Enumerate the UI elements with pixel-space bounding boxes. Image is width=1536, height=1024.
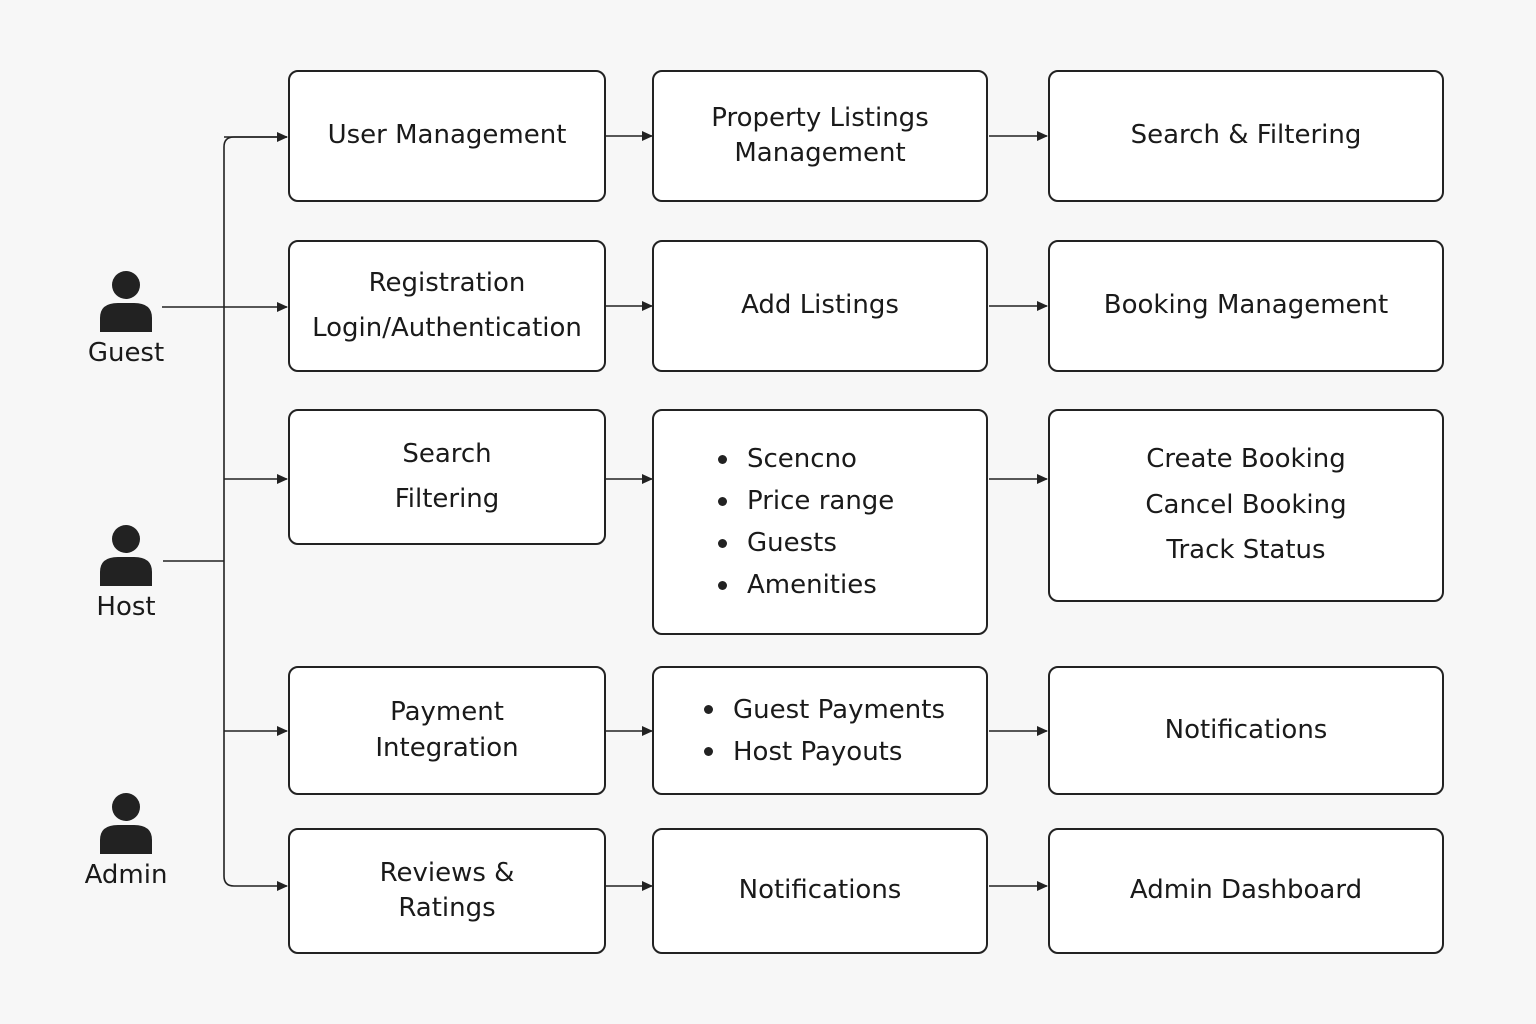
- bullet-icon: [704, 747, 713, 756]
- box-text: Create Booking: [1146, 444, 1346, 475]
- box-text: Notifications: [738, 875, 902, 906]
- box-notifications-r4: Notifications: [1048, 666, 1444, 795]
- box-text: Search: [402, 438, 492, 469]
- box-text: Payment: [390, 697, 504, 728]
- box-text: Booking Management: [1103, 290, 1389, 321]
- bullet-icon: [718, 580, 727, 590]
- list-item: Scencno: [718, 438, 894, 480]
- actor-guest: Guest: [66, 270, 186, 368]
- bullet-icon: [704, 705, 713, 714]
- payments-list: Guest Payments Host Payouts: [704, 689, 945, 773]
- box-booking-actions: Create Booking Cancel Booking Track Stat…: [1048, 409, 1444, 602]
- box-text: Track Status: [1166, 535, 1326, 566]
- bullet-icon: [718, 454, 727, 464]
- actor-label-admin: Admin: [84, 860, 168, 890]
- box-admin-dashboard: Admin Dashboard: [1048, 828, 1444, 954]
- person-icon: [100, 793, 152, 854]
- box-text: Registration: [368, 267, 526, 298]
- person-icon: [100, 271, 152, 332]
- actor-admin: Admin: [66, 792, 186, 890]
- box-property-listings-management: Property Listings Management: [652, 70, 988, 202]
- box-text: Reviews &: [379, 857, 515, 888]
- box-search-filtering: Search & Filtering: [1048, 70, 1444, 202]
- box-text: Login/Authentication: [312, 313, 582, 343]
- list-item: Price range: [718, 480, 894, 522]
- actor-label-guest: Guest: [87, 338, 165, 368]
- actor-host: Host: [66, 524, 186, 622]
- box-booking-management: Booking Management: [1048, 240, 1444, 372]
- box-add-listings: Add Listings: [652, 240, 988, 372]
- box-payment-integration: Payment Integration: [288, 666, 606, 795]
- box-text: Cancel Booking: [1145, 489, 1347, 520]
- box-text: Integration: [375, 732, 519, 763]
- box-search-criteria: Scencno Price range Guests Amenities: [652, 409, 988, 635]
- box-text: User Management: [327, 120, 567, 151]
- box-payments-list: Guest Payments Host Payouts: [652, 666, 988, 795]
- box-text: Management: [734, 138, 906, 168]
- box-user-management: User Management: [288, 70, 606, 202]
- box-text: Notifications: [1164, 714, 1328, 745]
- box-registration-login: Registration Login/Authentication: [288, 240, 606, 372]
- box-text: Add Listings: [741, 290, 899, 321]
- box-text: Filtering: [394, 484, 500, 514]
- criteria-list: Scencno Price range Guests Amenities: [718, 438, 894, 606]
- person-icon: [100, 525, 152, 586]
- actor-label-host: Host: [96, 592, 156, 622]
- box-text: Admin Dashboard: [1129, 875, 1363, 906]
- box-text: Property Listings: [711, 102, 929, 133]
- list-item: Guests: [718, 522, 894, 564]
- trunk-line: [223, 136, 288, 891]
- list-item: Host Payouts: [704, 731, 945, 773]
- box-text: Ratings: [398, 893, 496, 923]
- bullet-icon: [718, 538, 727, 548]
- list-item: Guest Payments: [704, 689, 945, 731]
- list-item: Amenities: [718, 564, 894, 606]
- box-text: Search & Filtering: [1130, 120, 1362, 151]
- box-reviews-ratings: Reviews & Ratings: [288, 828, 606, 954]
- box-notifications-r5: Notifications: [652, 828, 988, 954]
- box-search-filtering-module: Search Filtering: [288, 409, 606, 545]
- bullet-icon: [718, 496, 727, 506]
